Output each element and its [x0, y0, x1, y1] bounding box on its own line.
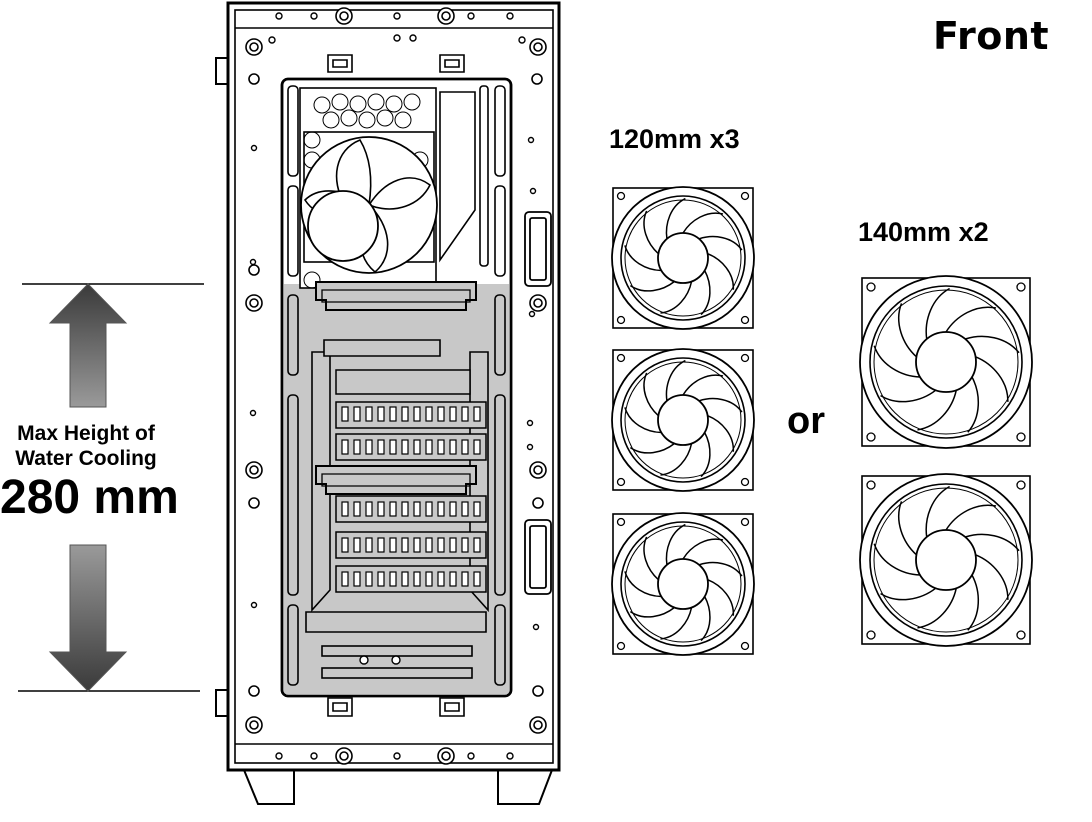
screw-icon [529, 716, 547, 734]
screw-icon [437, 747, 455, 765]
max-height-caption-line2: Water Cooling [15, 447, 157, 470]
screw-icon [529, 38, 547, 56]
arrow-down-icon [48, 544, 128, 692]
fan-icon [859, 275, 1033, 449]
screw-icon [529, 461, 547, 479]
fan-120mm-caption: 120mm x3 [609, 124, 740, 154]
fan-140mm-caption: 140mm x2 [858, 217, 989, 247]
expansion-slots [335, 369, 487, 593]
fan-icon [859, 473, 1033, 647]
fans-140mm-group [859, 275, 1033, 647]
fan-icon [611, 348, 755, 492]
screw-icon [335, 7, 353, 25]
fan-icon [611, 186, 755, 330]
screw-icon [245, 461, 263, 479]
or-separator: or [787, 400, 825, 442]
pc-case-drawing [215, 1, 561, 805]
fan-icon [611, 512, 755, 656]
height-indicator [18, 283, 204, 692]
internal-fan-icon [299, 87, 476, 289]
front-label: Front [933, 14, 1050, 58]
screw-icon [335, 747, 353, 765]
screw-icon [245, 716, 263, 734]
max-height-value: 280 mm [0, 471, 179, 524]
fans-120mm-group [611, 186, 755, 656]
screw-icon [245, 294, 263, 312]
max-height-caption-line1: Max Height of [17, 422, 155, 445]
screw-icon [437, 7, 455, 25]
screw-icon [245, 38, 263, 56]
arrow-up-icon [48, 283, 128, 408]
screw-icon [529, 294, 547, 312]
